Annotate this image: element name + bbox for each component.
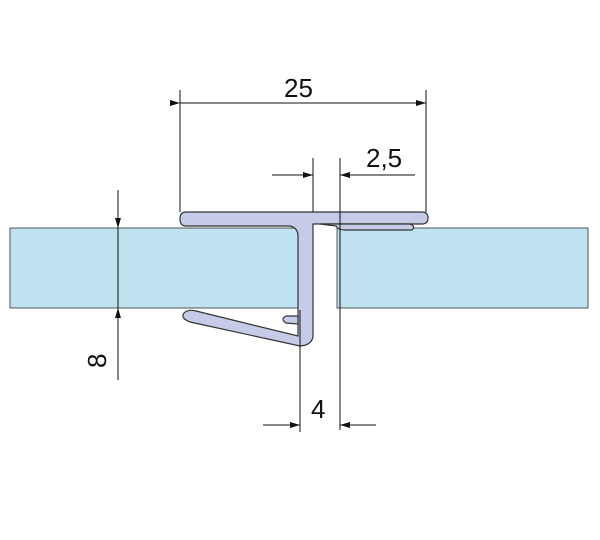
seal-profile [179, 211, 429, 347]
dimension-label-2-5: 2,5 [366, 143, 402, 173]
glass-panel-right [336, 227, 589, 309]
dimension-label-4: 4 [311, 394, 325, 424]
glass-panel-left [9, 227, 301, 309]
dimension-label-8: 8 [82, 354, 112, 368]
dimension-label-25: 25 [284, 73, 313, 103]
